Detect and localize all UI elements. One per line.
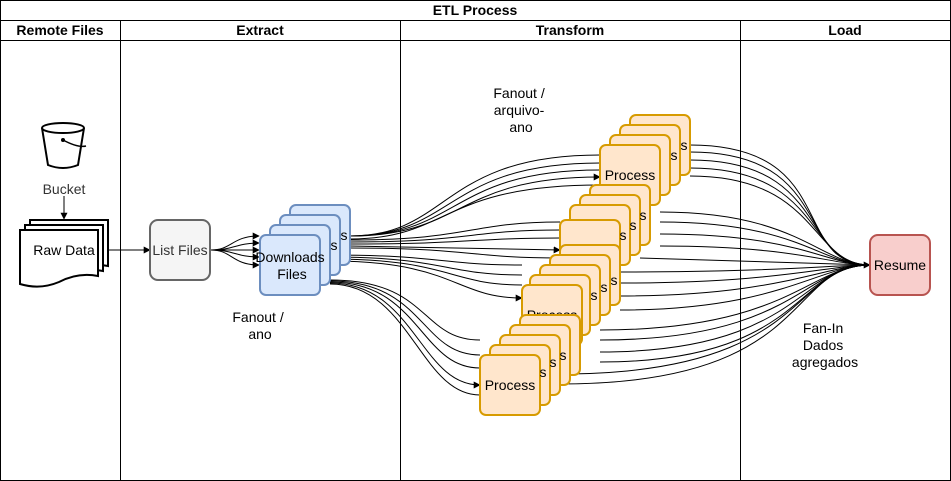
lane-header-extract: Extract	[236, 22, 284, 38]
process-back-fragment: s	[550, 354, 557, 370]
lane-header-transform: Transform	[536, 22, 604, 38]
process-back-fragment: s	[671, 147, 678, 163]
resume-label: Resume	[874, 257, 926, 273]
annotation-fanin: Fan-In Dados agregados	[792, 320, 858, 370]
process-back-fragment: s	[601, 279, 608, 295]
process-label-4: Process	[485, 377, 536, 393]
raw-data-label: Raw Data	[33, 242, 95, 258]
list-files-label: List Files	[152, 242, 207, 258]
process-back-fragment: s	[591, 287, 598, 303]
process-group-4	[479, 314, 581, 416]
resume-node	[869, 234, 931, 296]
process-back-fragment: s	[560, 347, 567, 363]
downloads-label: Downloads Files	[255, 249, 328, 282]
process-back-fragment: s	[620, 227, 627, 243]
process-label-1: Process	[605, 167, 656, 183]
raw-data-node	[19, 219, 109, 288]
process-back-fragment: s	[640, 207, 647, 223]
pool-title: ETL Process	[433, 2, 518, 18]
bucket-label: Bucket	[43, 181, 86, 197]
downloads-stack	[259, 204, 351, 296]
annotation-fanout-ano: Fanout / ano	[232, 309, 287, 342]
lane-header-load: Load	[828, 22, 861, 38]
edge-list-downloads-5	[210, 249, 260, 269]
bucket-icon	[41, 122, 87, 169]
process-back-fragment: s	[630, 217, 637, 233]
annotation-fanout-arquivo-ano: Fanout / arquivo- ano	[493, 85, 548, 135]
lane-header-remote: Remote Files	[16, 22, 103, 38]
process-back-fragment: s	[681, 137, 688, 153]
fanin-edges	[559, 144, 871, 385]
downloads-back-fragment: s	[341, 227, 348, 243]
list-files-node	[149, 219, 211, 281]
process-back-fragment: s	[611, 272, 618, 288]
process-back-fragment: s	[540, 364, 547, 380]
downloads-back-fragment: s	[331, 237, 338, 253]
edges	[60, 196, 260, 269]
fanout-edges	[329, 154, 601, 396]
